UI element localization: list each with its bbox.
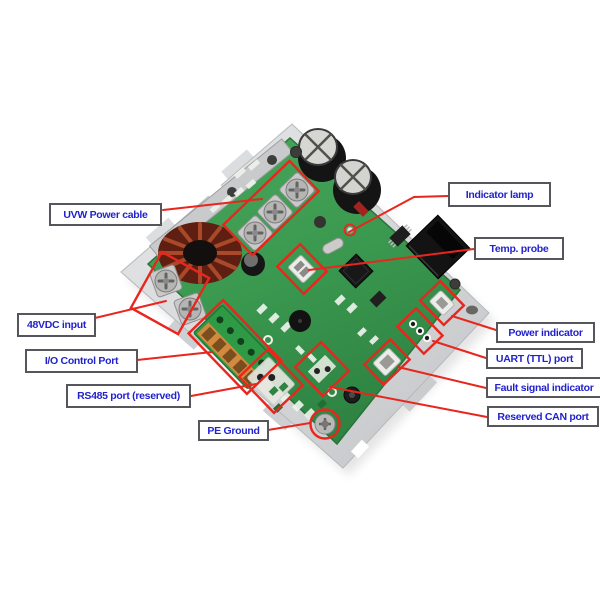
heatsink-screw [227,187,237,197]
round-component-center [298,319,302,323]
annotation-highlights [129,159,466,440]
screw-dark [314,216,326,228]
label-rs485-port: RS485 port (reserved) [66,384,191,408]
highlight-rs485 [237,347,305,415]
label-uvw-power-cable: UVW Power cable [49,203,162,226]
capacitor-1 [298,128,346,182]
plate-tab [145,217,177,247]
label-indicator-lamp: Indicator lamp [448,182,551,207]
plate-notch [350,439,370,459]
plate-tab [168,318,202,350]
round-component-center [349,392,355,398]
can-port-pads [307,354,337,384]
highlight-can [293,340,351,398]
silkscreen [209,159,379,420]
highlight-fault [362,337,412,387]
plate-hole [466,305,478,315]
plate-tab [221,149,255,181]
rs485-pads [247,357,295,405]
rj-jack [405,214,471,280]
highlight-power [418,279,466,327]
highlight-io [186,298,284,396]
temp-probe-connector [288,255,316,283]
crystal-oscillator [322,237,344,255]
pe-ground-screw [314,413,336,435]
diode-red [353,201,369,217]
label-temp-probe: Temp. probe [474,237,564,260]
highlight-48vdc [129,250,211,336]
plate-notch [205,181,225,201]
toroid-inductor [158,222,242,284]
corner-screw [290,146,302,158]
highlight-temp [275,242,329,296]
highlight-pe-ground [309,408,341,440]
power-indicator-connector [429,290,455,316]
highlight-uvw [221,159,321,257]
annotation-leader-lines [94,195,497,431]
label-pe-ground: PE Ground [198,420,269,441]
heatsink-screw [267,155,277,165]
small-capacitor [241,252,265,276]
label-io-control-port: I/O Control Port [25,349,138,373]
io-terminal-block [193,305,277,389]
label-uart-ttl-port: UART (TTL) port [486,348,583,369]
label-reserved-can-port: Reserved CAN port [487,406,599,427]
highlight-led [343,223,357,237]
label-fault-signal-indicator: Fault signal indicator [486,377,600,398]
dc-input-screws [149,264,207,326]
label-power-indicator: Power indicator [496,322,595,343]
fault-signal-connector [373,348,401,376]
highlight-uart [395,306,445,356]
capacitor-2 [333,159,381,214]
uvw-terminal-screws [237,172,326,251]
corner-screw [449,278,461,290]
label-48vdc-input: 48VDC input [17,313,96,337]
uart-pads [409,320,431,342]
smd-chip [369,290,387,308]
soic-chip [388,224,412,248]
